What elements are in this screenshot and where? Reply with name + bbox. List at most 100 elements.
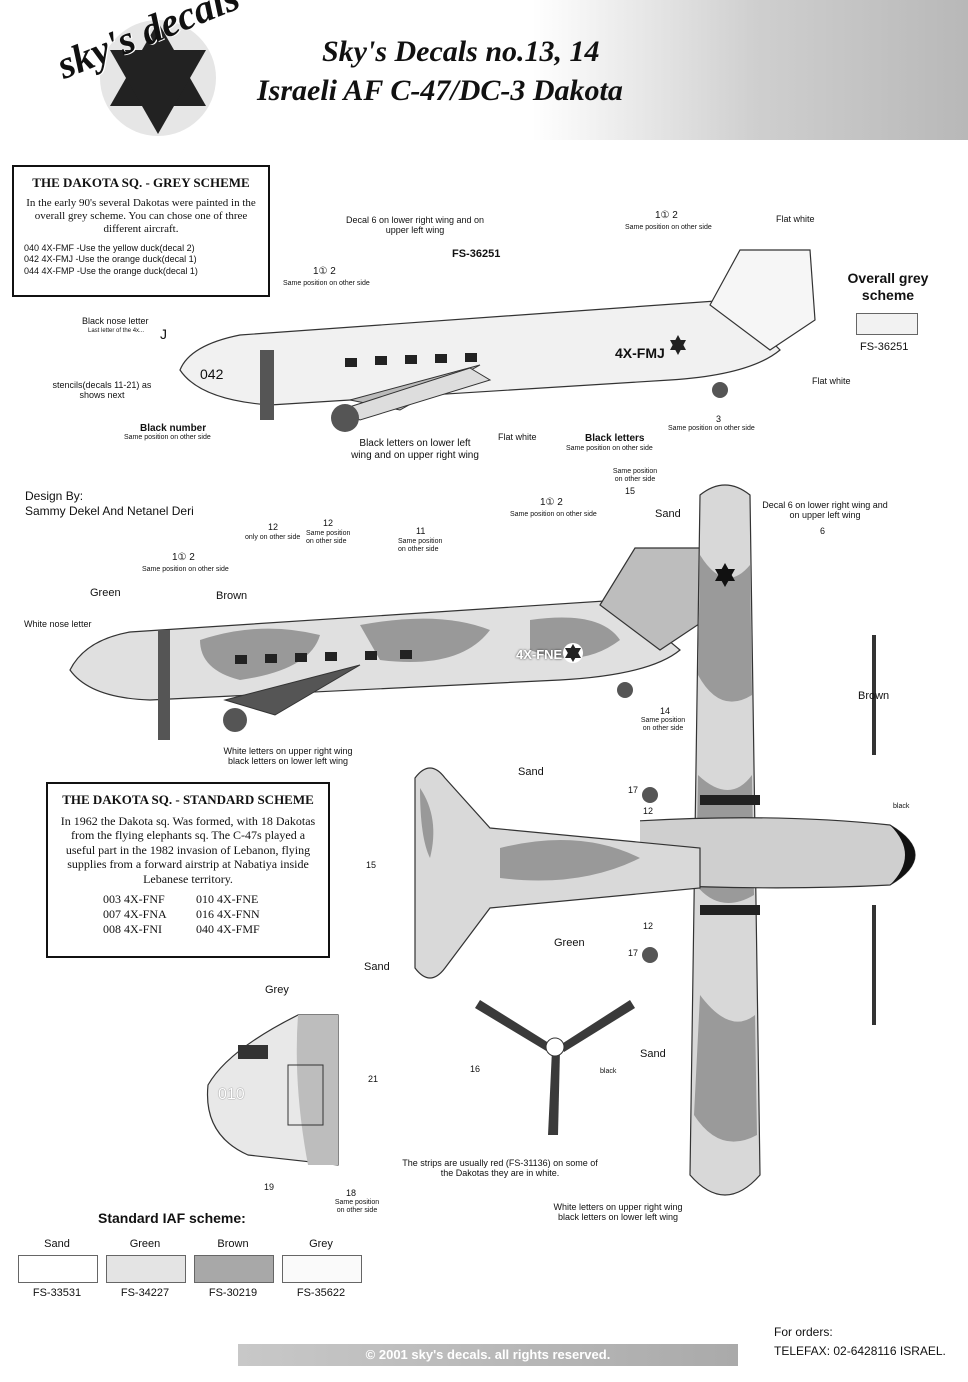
std-n12b: 12 xyxy=(323,518,334,528)
swatch-color xyxy=(282,1254,362,1283)
swatch-name: Brown xyxy=(217,1238,249,1250)
plan-brown: Brown xyxy=(858,690,890,702)
grey-nose-letter: J xyxy=(160,326,167,342)
fleet-item: 016 4X-FNN xyxy=(196,906,260,921)
fleet-item: 007 4X-FNA xyxy=(103,906,167,921)
std-brown: Brown xyxy=(216,590,248,602)
nose-detail-aircraft xyxy=(206,1014,339,1166)
swatch-name: Green xyxy=(129,1238,161,1250)
std-n12a-sub: only on other side xyxy=(245,534,301,541)
std-white-nose-letter: White nose letter xyxy=(24,619,92,629)
grey-nose-number: 042 xyxy=(200,366,224,382)
grey-aircraft-1: 040 4X-FMF -Use the yellow duck(decal 2) xyxy=(24,242,195,253)
standard-profile-aircraft xyxy=(69,547,706,740)
grey-scheme-box: THE DAKOTA SQ. - GREY SCHEME In the earl… xyxy=(12,165,270,297)
grey-black-letters-sub: Same position on other side xyxy=(566,445,653,452)
swatch-color xyxy=(18,1254,98,1283)
std-sand: Sand xyxy=(518,766,544,778)
std-n15: 15 xyxy=(625,486,636,496)
orders-contact: TELEFAX: 02-6428116 ISRAEL. xyxy=(774,1344,946,1358)
overall-grey-code: FS-36251 xyxy=(860,341,909,353)
plan-view-aircraft xyxy=(640,484,916,1196)
std-n11: 11 xyxy=(416,526,426,536)
swatch-sand: Sand FS-33531 xyxy=(18,1238,98,1299)
grey-duck-mid: 1① 2 xyxy=(313,266,336,277)
fleet-item: 003 4X-FNF xyxy=(103,891,165,906)
tail-plan-view xyxy=(414,767,701,979)
std-duck2: 1① 2 xyxy=(540,497,563,508)
plan-sand: Sand xyxy=(640,1048,666,1060)
swatch-code: FS-33531 xyxy=(32,1286,82,1299)
grey-black-letters: Black letters xyxy=(585,433,645,444)
copyright-bar: © 2001 sky's decals. all rights reserved… xyxy=(238,1344,738,1366)
std-n14: 14 xyxy=(660,706,671,716)
swatch-name: Grey xyxy=(309,1238,333,1250)
fleet-item: 008 4X-FNI xyxy=(103,921,162,936)
page-title: Sky's Decals no.13, 14 xyxy=(322,35,600,68)
plan-n12a: 12 xyxy=(643,806,654,816)
grey-scheme-body: In the early 90's several Dakotas were p… xyxy=(26,197,256,236)
plan-decal6: Decal 6 on lower right wing and on upper… xyxy=(762,500,888,521)
nose-n21: 21 xyxy=(368,1074,379,1084)
overall-grey-label: Overall grey scheme xyxy=(847,270,929,303)
grey-aircraft-2: 042 4X-FMJ -Use the orange duck(decal 1) xyxy=(24,254,197,265)
prop-note: The strips are usually red (FS-31136) on… xyxy=(402,1158,598,1179)
plan-wing-letters: White letters on upper right wing black … xyxy=(553,1202,683,1223)
prop-n16: 16 xyxy=(470,1064,481,1074)
std-duck-sub: Same position on other side xyxy=(142,566,229,573)
prop-black: black xyxy=(600,1068,617,1075)
grey-aircraft-3: 044 4X-FMP -Use the orange duck(decal 1) xyxy=(24,265,198,276)
grey-black-number-sub: Same position on other side xyxy=(124,434,211,441)
grey-black-number: Black number xyxy=(140,423,207,434)
grey-flat-white-tail: Flat white xyxy=(812,376,851,386)
std-n14-sub: Same position on other side xyxy=(640,717,686,733)
propeller xyxy=(475,1000,635,1135)
page-subtitle: Israeli AF C-47/DC-3 Dakota xyxy=(257,74,623,107)
standard-registration: 4X-FNE xyxy=(516,647,563,662)
swatch-grey: Grey FS-35622 xyxy=(282,1238,362,1299)
plan-n12b: 12 xyxy=(643,921,654,931)
plan-n17b: 17 xyxy=(628,948,639,958)
plan-six: 6 xyxy=(820,526,826,536)
swatch-code: FS-30219 xyxy=(208,1286,258,1299)
nose-grey: Grey xyxy=(265,984,289,996)
grey-decal6: Decal 6 on lower right wing and on upper… xyxy=(345,215,485,236)
std-n11-sub: Same position on other side xyxy=(398,538,443,554)
grey-duck-mid-sub: Same position on other side xyxy=(283,280,370,287)
swatch-brown: Brown FS-30219 xyxy=(194,1238,274,1299)
orders-label: For orders: xyxy=(774,1325,833,1339)
tail-green: Green xyxy=(554,937,585,949)
grey-flat-white-fin: Flat white xyxy=(776,214,815,224)
swatch-code: FS-34227 xyxy=(120,1286,170,1299)
swatch-color xyxy=(194,1254,274,1283)
fleet-item: 010 4X-FNE xyxy=(196,891,259,906)
nose-n19: 19 xyxy=(264,1182,275,1192)
std-n15-sub: Same position on other side xyxy=(612,468,658,484)
grey-duck-top: 1① 2 xyxy=(655,210,678,221)
standard-scheme-box: THE DAKOTA SQ. - STANDARD SCHEME In 1962… xyxy=(46,782,330,958)
std-wing-letters: White letters on upper right wing black … xyxy=(223,746,353,767)
nose-n18-sub: Same position on other side xyxy=(334,1199,380,1215)
standard-scheme-heading: THE DAKOTA SQ. - STANDARD SCHEME xyxy=(62,792,314,807)
std-n12a: 12 xyxy=(268,522,279,532)
tail-sand: Sand xyxy=(364,961,390,973)
overall-grey-swatch xyxy=(856,313,918,335)
logo xyxy=(100,20,216,136)
std-n12b-sub: Same position on other side xyxy=(306,530,351,546)
nose-number: 010 xyxy=(218,1086,245,1103)
design-names: Sammy Dekel And Netanel Deri xyxy=(25,504,194,518)
grey-black-nose-letter-sub: Last letter of the 4x... xyxy=(88,328,145,334)
grey-registration: 4X-FMJ xyxy=(615,345,665,361)
standard-scheme-body: In 1962 the Dakota sq. Was formed, with … xyxy=(60,814,316,886)
tail-n15: 15 xyxy=(366,860,377,870)
iaf-scheme-title: Standard IAF scheme: xyxy=(98,1210,246,1226)
std-sand-top: Sand xyxy=(655,508,681,520)
swatch-code: FS-35622 xyxy=(296,1286,346,1299)
swatch-green: Green FS-34227 xyxy=(106,1238,186,1299)
design-label: Design By: xyxy=(25,489,84,503)
nose-n18: 18 xyxy=(346,1188,357,1198)
fleet-list: 003 4X-FNF 010 4X-FNE 007 4X-FNA 016 4X-… xyxy=(103,892,273,937)
std-duck2-sub: Same position on other side xyxy=(510,511,597,518)
grey-duck-top-sub: Same position on other side xyxy=(625,224,712,231)
iaf-swatches: Sand FS-33531 Green FS-34227 Brown FS-30… xyxy=(18,1238,362,1299)
